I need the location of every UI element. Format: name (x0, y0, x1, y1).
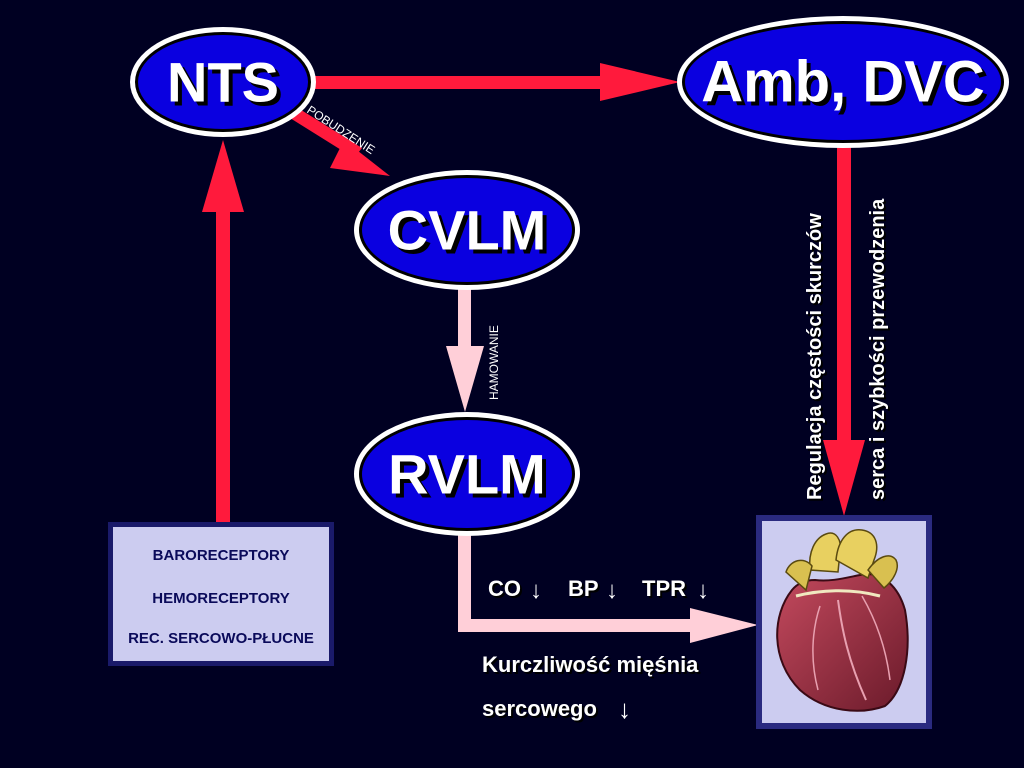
label-regulation-line1-shadow: Regulacja częstości skurczów (806, 215, 828, 502)
effect-tpr-shadow: TPR (644, 578, 688, 603)
arrow-rvlm-to-heart (458, 520, 758, 643)
effect-bp-shadow: BP (570, 578, 601, 603)
contractility-line2: sercowego (482, 696, 597, 721)
label-regulation-line2: serca i szybkości przewodzenia (867, 198, 889, 500)
label-hamowanie: HAMOWANIE (487, 325, 501, 400)
node-amb-dvc-shadow: Amb, DVC (705, 54, 989, 119)
arrow-receptors-to-nts (202, 140, 244, 524)
contractility-line1: Kurczliwość mięśnia (482, 652, 699, 677)
heart-icon (776, 529, 909, 712)
effect-co: CO (488, 576, 521, 601)
node-amb-dvc-label: Amb, DVC (701, 50, 985, 115)
arrow-nts-to-cvlm (282, 103, 390, 176)
receptor-cardiopulmonary: REC. SERCOWO-PŁUCNE (128, 630, 314, 647)
heart-box (756, 515, 932, 729)
node-cvlm-label: CVLM (388, 199, 547, 262)
node-nts: NTS NTS (130, 27, 316, 137)
node-rvlm: RVLM RVLM (354, 412, 580, 536)
node-nts-label: NTS (167, 51, 279, 114)
node-cvlm: CVLM CVLM (354, 170, 580, 290)
node-amb-dvc: Amb, DVC Amb, DVC (677, 16, 1009, 148)
node-rvlm-shadow: RVLM (392, 447, 550, 510)
contractility-line2-shadow: sercowego (484, 698, 599, 723)
label-regulation: Regulacja częstości skurczów Regulacja c… (804, 198, 891, 502)
node-cvlm-shadow: CVLM (392, 203, 551, 266)
effect-co-down-arrow-icon: ↓ (530, 577, 542, 604)
effect-co-shadow: CO (490, 578, 523, 603)
label-regulation-line1: Regulacja częstości skurczów (804, 213, 826, 500)
arrow-nts-to-amb-dvc (312, 63, 680, 101)
node-rvlm-label: RVLM (388, 443, 546, 506)
node-nts-shadow: NTS (171, 55, 283, 118)
receptors-box: BARORECEPTORY HEMORECEPTORY REC. SERCOWO… (108, 522, 334, 666)
arrow-cvlm-to-rvlm (446, 284, 484, 412)
effects-row: CO CO ↓ BP BP ↓ TPR TPR ↓ (488, 576, 709, 604)
contractility-down-arrow-icon: ↓ (618, 694, 631, 724)
label-regulation-line2-shadow: serca i szybkości przewodzenia (869, 200, 891, 502)
effect-bp-down-arrow-icon: ↓ (606, 577, 618, 604)
effect-bp: BP (568, 576, 599, 601)
effect-tpr: TPR (642, 576, 686, 601)
contractility-line1-shadow: Kurczliwość mięśnia (484, 654, 701, 679)
arrow-amb-dvc-to-heart (823, 142, 865, 516)
effect-contractility: Kurczliwość mięśnia Kurczliwość mięśnia … (482, 652, 701, 724)
effect-tpr-down-arrow-icon: ↓ (697, 577, 709, 604)
receptor-baro: BARORECEPTORY (153, 547, 290, 564)
receptor-hemo: HEMORECEPTORY (152, 590, 290, 607)
